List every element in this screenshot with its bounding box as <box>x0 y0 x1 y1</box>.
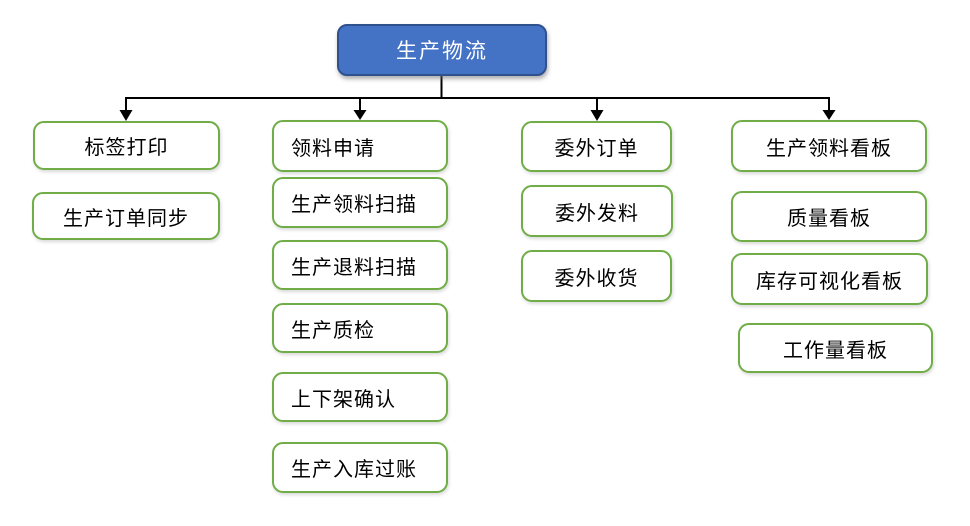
node-production-order-sync: 生产订单同步 <box>32 192 220 240</box>
node-production-picking-kanban: 生产领料看板 <box>731 120 927 172</box>
node-label-printing: 标签打印 <box>33 121 220 170</box>
node-label: 生产退料扫描 <box>291 256 417 279</box>
node-outsourcing-order: 委外订单 <box>521 121 672 172</box>
node-label: 标签打印 <box>84 137 169 159</box>
node-label: 委外订单 <box>554 138 639 160</box>
node-production-quality-check: 生产质检 <box>272 303 448 353</box>
node-shelf-confirmation: 上下架确认 <box>272 372 448 422</box>
node-inventory-visualization-kanban: 库存可视化看板 <box>731 253 928 305</box>
root-node-production-logistics: 生产物流 <box>337 24 547 76</box>
node-label: 生产质检 <box>291 319 375 342</box>
node-production-return-scan: 生产退料扫描 <box>272 240 448 290</box>
node-label: 委外发料 <box>555 202 639 225</box>
root-node-label: 生产物流 <box>396 39 488 63</box>
node-outsourcing-material-issue: 委外发料 <box>521 185 673 237</box>
node-label: 库存可视化看板 <box>756 270 903 293</box>
node-label: 生产领料看板 <box>766 137 892 160</box>
node-production-picking-scan: 生产领料扫描 <box>272 177 448 228</box>
node-label: 质量看板 <box>787 208 871 230</box>
node-label: 生产订单同步 <box>63 207 189 230</box>
node-workload-kanban: 工作量看板 <box>738 323 933 373</box>
node-material-requisition: 领料申请 <box>272 120 448 172</box>
node-label: 工作量看板 <box>783 339 888 362</box>
node-quality-kanban: 质量看板 <box>731 191 927 242</box>
node-outsourcing-receipt: 委外收货 <box>521 250 672 302</box>
node-label: 上下架确认 <box>291 388 396 411</box>
node-label: 领料申请 <box>291 137 375 160</box>
node-label: 生产领料扫描 <box>291 194 417 216</box>
node-label: 委外收货 <box>554 267 639 290</box>
node-production-inbound-posting: 生产入库过账 <box>272 442 448 493</box>
node-label: 生产入库过账 <box>291 459 417 481</box>
